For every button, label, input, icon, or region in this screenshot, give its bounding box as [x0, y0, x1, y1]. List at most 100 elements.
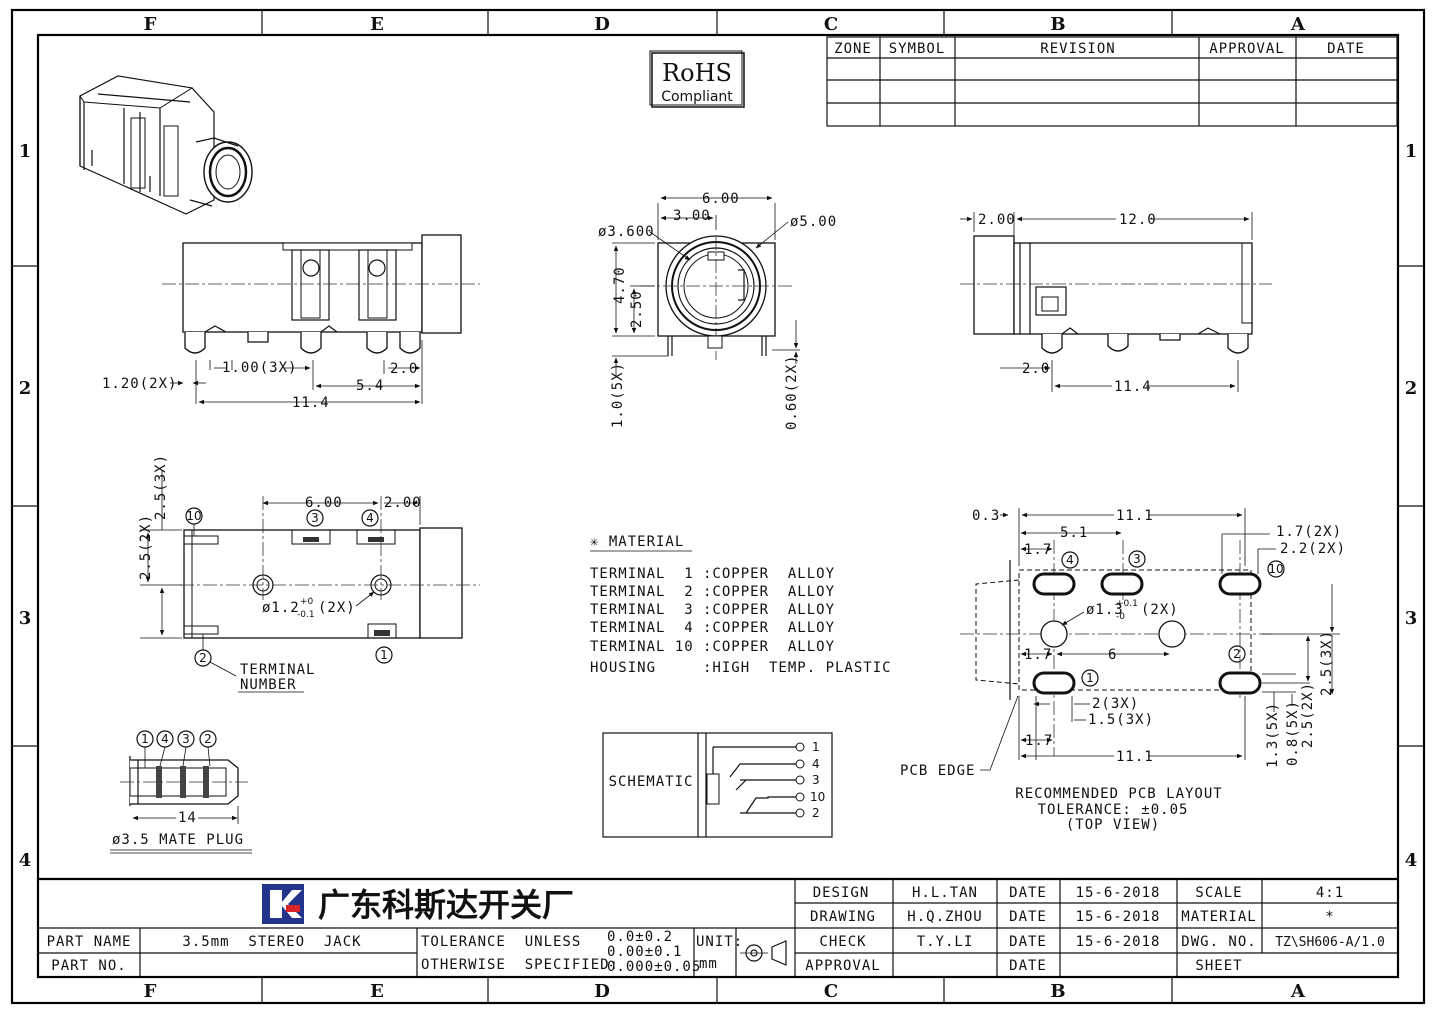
check-name: T.Y.LI	[917, 934, 974, 950]
material-value: :COPPER ALLOY	[703, 602, 835, 618]
projection-symbol	[740, 940, 787, 966]
pcb-caption-title: RECOMMENDED PCB LAYOUT	[1015, 786, 1222, 802]
plug-pin-3: 3	[182, 732, 190, 746]
zone-bottom-c: C	[824, 981, 838, 1002]
top-dim-hole: ø1.2	[262, 600, 300, 616]
top-pin-1: 1	[380, 648, 388, 662]
top-view: 10 3 4 2 1 6.00 2.00 2.5(2X) 2.5(3X) ø1.…	[138, 454, 480, 693]
front-dim-d3-600: ø3.600	[598, 224, 655, 240]
pcb-edge-label: PCB EDGE	[900, 763, 975, 779]
zone-top-d: D	[594, 14, 610, 35]
title-block: 广东科斯达开关厂 PART NAME 3.5mm STEREO JACK PAR…	[38, 877, 1398, 977]
pcb-dim-5-1: 5.1	[1060, 525, 1088, 541]
front-dim-4-70: 4.70	[612, 266, 628, 304]
rev-header-date: DATE	[1327, 41, 1365, 57]
scale-value: 4:1	[1316, 885, 1344, 901]
top-dim-hole-qty: (2X)	[318, 600, 356, 616]
zone-left-4: 4	[19, 850, 32, 871]
pcb-pin-1: 1	[1086, 671, 1094, 685]
zone-bottom-d: D	[594, 981, 610, 1002]
company-logo	[262, 884, 304, 924]
design-name: H.L.TAN	[912, 885, 978, 901]
plug-caption: ø3.5 MATE PLUG	[112, 832, 244, 848]
material-row: HOUSING :HIGH TEMP. PLASTIC	[590, 660, 891, 676]
rear-dim-2-0: 2.0	[1022, 361, 1050, 377]
pcb-dim-1-7-b: 1.7	[1024, 647, 1052, 663]
material-part: HOUSING	[590, 660, 656, 676]
top-pin-10: 10	[186, 509, 201, 523]
rear-dim-11-4: 11.4	[1114, 379, 1152, 395]
material-value: :COPPER ALLOY	[703, 620, 835, 636]
pcb-dim-2-3x: 2(3X)	[1092, 696, 1139, 712]
check-label: CHECK	[819, 934, 866, 950]
zone-bottom-a: A	[1290, 981, 1306, 1002]
sheet-border	[10, 8, 1426, 1005]
pcb-dim-0-3: 0.3	[972, 508, 1000, 524]
tolerance-line-1: TOLERANCE UNLESS	[421, 934, 581, 950]
material-part: TERMINAL 3	[590, 602, 694, 618]
front-dim-2-50: 2.50	[629, 290, 645, 328]
date-label-2: DATE	[1009, 909, 1047, 925]
pcb-layout: 4 3 10 1 2 0.3 11.1 5.1 1.7 1.7(2X) 2.2(…	[900, 508, 1346, 833]
pcb-dim-1-5-3x: 1.5(3X)	[1088, 712, 1154, 728]
drawing-name: H.Q.ZHOU	[907, 909, 982, 925]
pcb-pin-4: 4	[1066, 553, 1074, 567]
rear-view: 2.00 12.0 2.0 11.4	[960, 211, 1272, 395]
material-row: TERMINAL 1 :COPPER ALLOY	[590, 566, 834, 582]
tolerance-value-1: 0.0±0.2	[607, 929, 673, 945]
date-value-1: 15-6-2018	[1076, 885, 1161, 901]
side-dim-1-20: 1.20(2X)	[102, 376, 177, 392]
zone-left-3: 3	[19, 608, 32, 629]
top-pin-3: 3	[311, 511, 319, 525]
front-dim-0-60: 0.60(2X)	[784, 355, 800, 430]
material-list: ✳ MATERIAL TERMINAL 1 :COPPER ALLOY TERM…	[590, 534, 891, 676]
material-row: TERMINAL 4 :COPPER ALLOY	[590, 620, 835, 636]
material-value: :COPPER ALLOY	[703, 639, 835, 655]
zone-labels: F E D C B A F E D C B A 1 2 3 4 1 2 3 4	[19, 14, 1418, 1002]
plug-pin-2: 2	[204, 732, 212, 746]
pcb-pin-3: 3	[1133, 552, 1141, 566]
rev-header-approval: APPROVAL	[1209, 41, 1284, 57]
top-pin-4: 4	[366, 511, 374, 525]
terminal-label: TERMINAL	[240, 662, 315, 678]
front-view: 6.00 3.00 ø3.600 ø5.00 4.70 2.50 1.0(5X)…	[598, 191, 837, 430]
top-dim-hole-tol-dn: -0.1	[297, 610, 315, 620]
pcb-dim-2-2-2x: 2.2(2X)	[1280, 541, 1346, 557]
zone-right-3: 3	[1405, 608, 1418, 629]
pcb-dim-11-1-top: 11.1	[1116, 508, 1154, 524]
front-dim-3-00: 3.00	[673, 208, 711, 224]
schematic-pin-4: 4	[812, 757, 820, 771]
isometric-view	[79, 75, 253, 215]
tolerance-value-2: 0.00±0.1	[607, 944, 682, 960]
pcb-pin-10: 10	[1268, 562, 1283, 576]
rohs-subtitle: Compliant	[661, 89, 733, 105]
date-value-3: 15-6-2018	[1076, 934, 1161, 950]
rear-dim-2-00: 2.00	[978, 212, 1016, 228]
zone-left-2: 2	[19, 378, 32, 399]
front-dim-d5-00: ø5.00	[790, 214, 837, 230]
material-value: *	[1325, 909, 1334, 925]
side-dim-5-4: 5.4	[356, 378, 384, 394]
schematic-pin-2: 2	[812, 806, 820, 820]
side-dim-1-00: 1.00(3X)	[222, 360, 297, 376]
rev-header-zone: ZONE	[834, 41, 872, 57]
pcb-dim-6: 6	[1108, 647, 1117, 663]
pcb-dim-hole: ø1.3	[1086, 602, 1124, 618]
material-part: TERMINAL 2	[590, 584, 694, 600]
pcb-dim-hole-qty: (2X)	[1141, 602, 1179, 618]
pcb-caption-tolerance: TOLERANCE: ±0.05	[1038, 802, 1189, 818]
schematic-pin-1: 1	[812, 740, 820, 754]
top-dim-hole-tol-up: +0	[300, 597, 314, 607]
top-pin-2: 2	[199, 651, 207, 665]
pcb-pin-2: 2	[1233, 647, 1241, 661]
zone-bottom-e: E	[370, 981, 384, 1002]
date-label-3: DATE	[1009, 934, 1047, 950]
part-name-label: PART NAME	[47, 934, 132, 950]
top-dim-2-5-3x: 2.5(3X)	[153, 454, 169, 520]
drawing-label: DRAWING	[810, 909, 876, 925]
part-no-label: PART NO.	[51, 958, 126, 974]
scale-label: SCALE	[1195, 885, 1242, 901]
pcb-dim-11-1-bot: 11.1	[1116, 749, 1154, 765]
zone-right-4: 4	[1405, 850, 1418, 871]
pcb-dim-1-7-2x: 1.7(2X)	[1276, 524, 1342, 540]
